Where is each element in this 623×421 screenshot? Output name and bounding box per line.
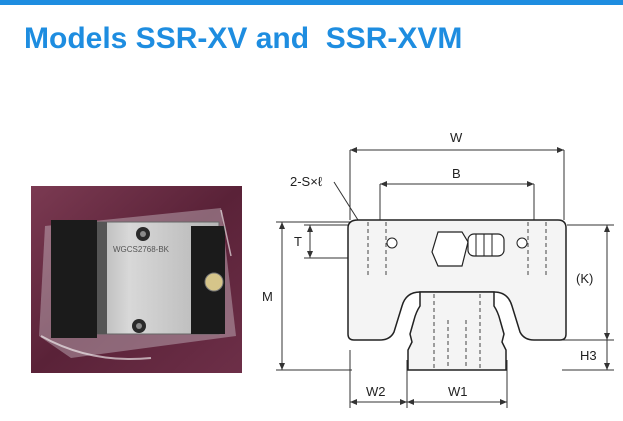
page-title: Models SSR-XV and SSR-XVM [24, 22, 463, 55]
product-photo: WGCS2768-BK [31, 186, 242, 373]
dim-label-t: T [294, 234, 302, 249]
dim-label-h3: H3 [580, 348, 597, 363]
header-accent-bar [0, 0, 623, 5]
technical-drawing: W B 2-S×ℓ T M (K) H3 W2 W1 [262, 130, 614, 408]
dim-label-s: 2-S×ℓ [290, 174, 323, 189]
dim-label-w1: W1 [448, 384, 468, 399]
block-marking: WGCS2768-BK [113, 245, 170, 254]
dim-label-w2: W2 [366, 384, 386, 399]
dim-label-w: W [450, 130, 463, 145]
dim-label-b: B [452, 166, 461, 181]
dim-label-m: M [262, 289, 273, 304]
dim-label-k: (K) [576, 271, 593, 286]
